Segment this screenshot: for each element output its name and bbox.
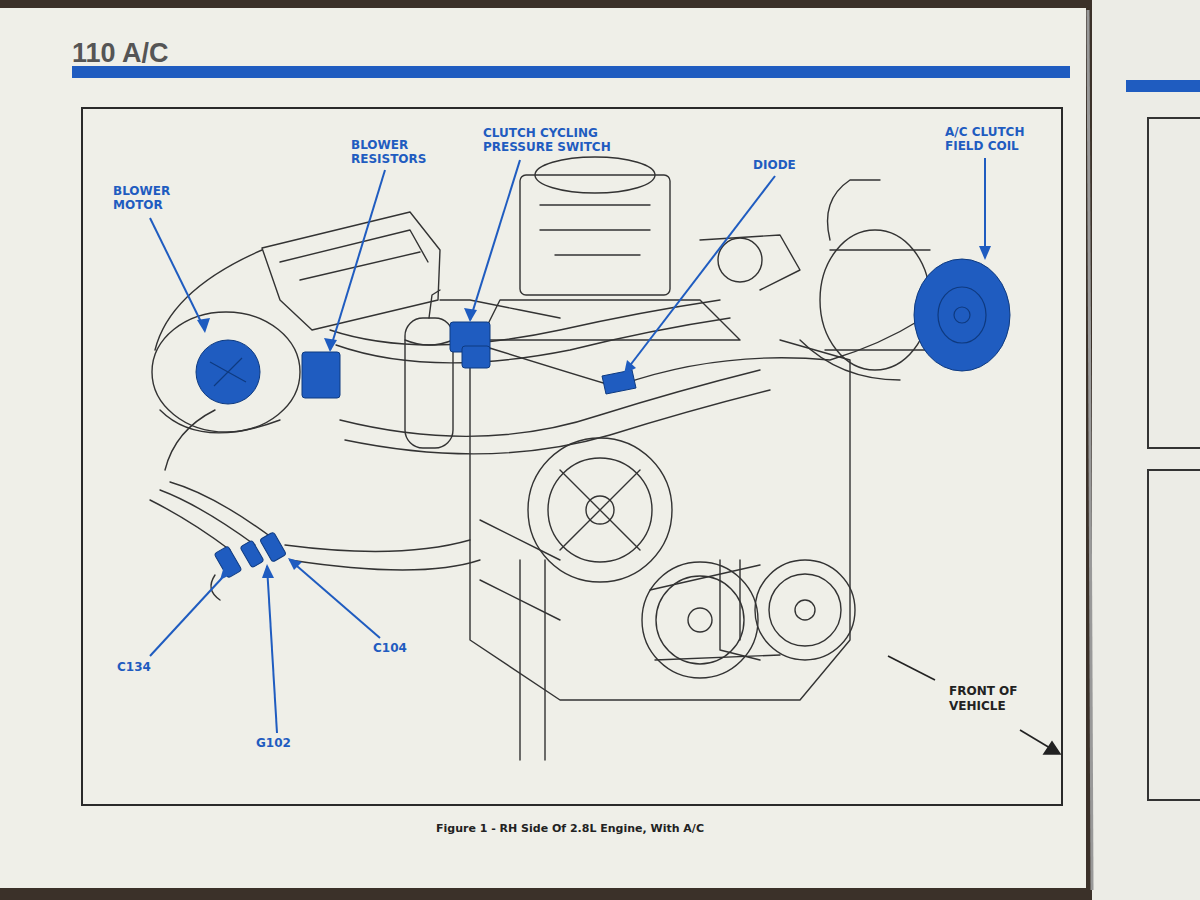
page-heading: 110 A/C — [72, 38, 169, 68]
direction-note: FRONT OF VEHICLE — [948, 684, 1022, 714]
figure-caption: Figure 1 - RH Side Of 2.8L Engine, With … — [436, 822, 704, 836]
part-label: CLUTCH CYCLING PRESSURE SWITCH — [482, 126, 634, 154]
part-label: A/C CLUTCH FIELD COIL — [944, 125, 1046, 153]
connector-label: C134 — [116, 660, 152, 674]
part-label: BLOWER RESISTORS — [350, 138, 462, 166]
part-label: DIODE — [752, 158, 797, 172]
part-label: BLOWER MOTOR — [112, 184, 184, 212]
ground-label: G102 — [255, 736, 292, 750]
connector-label: C104 — [372, 641, 408, 655]
